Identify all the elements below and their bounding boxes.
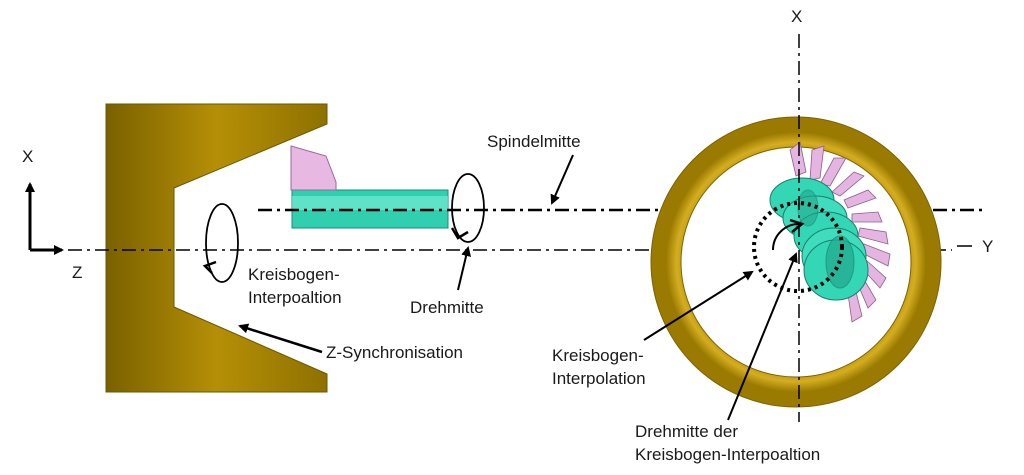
drehmitte-der-label-line1: Drehmitte der	[635, 422, 738, 441]
axis-z-left-label: Z	[72, 263, 82, 282]
kreisbogen-right-pointer	[643, 270, 754, 341]
coordinate-axes-left	[25, 182, 64, 255]
drehmitte-label: Drehmitte	[410, 298, 484, 317]
z-sync-label: Z-Synchronisation	[326, 343, 463, 362]
kreisbogen-left-label-line2: Interpoaltion	[248, 288, 342, 307]
kreisbogen-right-label-line2: Interpolation	[552, 369, 646, 388]
drehmitte-pointer	[457, 246, 472, 291]
spindelmitte-pointer	[550, 154, 574, 205]
rotation-arrow-circle-tool	[450, 173, 485, 243]
workpiece-side-view	[105, 103, 328, 393]
kreisbogen-right-label-line1: Kreisbogen-	[552, 346, 644, 365]
drehmitte-der-pointer	[727, 252, 798, 421]
interpolation-arc-arrow	[772, 218, 805, 251]
cutting-insert	[290, 145, 337, 191]
rotation-arrow-circle-left	[202, 203, 239, 283]
axis-x-left-label: X	[22, 147, 33, 166]
drehmitte-der-label-line2: Kreisbogen-Interpoaltion	[635, 445, 820, 464]
interpolation-path-circle	[752, 201, 844, 293]
axis-x-right-label: X	[791, 7, 802, 26]
z-sync-pointer	[238, 323, 323, 354]
spindelmitte-label: Spindelmitte	[487, 132, 581, 151]
kreisbogen-left-label-line1: Kreisbogen-	[248, 265, 340, 284]
axis-y-right-label: Y	[982, 237, 993, 256]
